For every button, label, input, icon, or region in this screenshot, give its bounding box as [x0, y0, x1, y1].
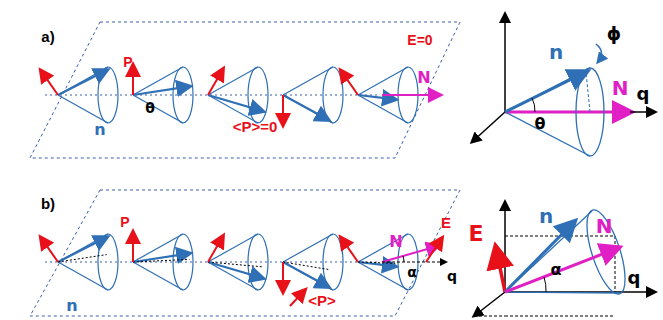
cone-stroke	[41, 237, 58, 262]
cone-stroke	[132, 232, 134, 262]
label: q	[637, 85, 650, 103]
label: b)	[41, 196, 55, 211]
label: n	[66, 298, 77, 314]
cone-stroke	[341, 70, 358, 95]
cone-stroke	[208, 67, 258, 95]
cone-stroke	[323, 67, 343, 123]
cone-stroke	[358, 262, 408, 290]
cone-stroke	[58, 234, 108, 262]
cone-stroke	[208, 262, 263, 278]
label: <P>	[308, 293, 336, 308]
cone-stroke	[208, 234, 258, 262]
cone-stroke	[133, 262, 183, 290]
cone-stroke	[358, 95, 408, 123]
label: α	[551, 262, 562, 278]
cone-stroke	[58, 95, 108, 123]
cone-stroke	[248, 67, 268, 123]
label: n	[549, 42, 563, 62]
cone-stroke	[208, 262, 258, 290]
cone-stroke	[341, 237, 358, 262]
cone-stroke	[283, 262, 328, 287]
cone-stroke	[133, 259, 189, 262]
cone-stroke	[132, 65, 134, 95]
cone-stroke	[283, 262, 333, 290]
label: q	[447, 269, 457, 283]
cone-stroke	[283, 95, 333, 123]
cone-stroke	[98, 67, 118, 123]
cone-stroke	[358, 262, 395, 266]
label: a)	[41, 29, 54, 44]
label: P	[120, 215, 129, 229]
cone-stroke	[208, 262, 263, 267]
cone-stroke	[173, 67, 193, 123]
cone-stroke	[283, 95, 328, 120]
cone-stroke	[283, 234, 333, 262]
label: n	[539, 206, 553, 226]
label: α	[407, 265, 417, 279]
label: N	[596, 216, 613, 236]
cone-stroke	[58, 67, 108, 95]
label: E=0	[407, 33, 432, 47]
label: θ	[535, 116, 546, 132]
label: ϕ	[607, 25, 621, 43]
cone-stroke	[208, 69, 223, 95]
label: N	[417, 70, 430, 86]
label: P	[123, 55, 132, 69]
cone-stroke	[323, 234, 343, 290]
cone-stroke	[283, 67, 333, 95]
cone-stroke	[133, 95, 183, 123]
cone-stroke	[208, 236, 223, 262]
cone-stroke	[58, 237, 107, 262]
cone-stroke	[248, 234, 268, 290]
label: q	[628, 269, 641, 287]
label: E	[441, 215, 451, 230]
cone-stroke	[358, 67, 408, 95]
label: N	[389, 234, 402, 250]
cone-stroke	[173, 234, 193, 290]
cone-stroke	[282, 95, 284, 125]
label: N	[612, 78, 629, 98]
cone-stroke	[58, 255, 107, 262]
cone-stroke	[41, 70, 58, 95]
cone-stroke	[283, 262, 328, 269]
cone-stroke	[133, 253, 189, 262]
label: <P>=0	[233, 119, 278, 134]
cone-stroke	[133, 86, 189, 95]
cone-stroke	[58, 262, 108, 290]
cone-stroke	[208, 95, 263, 111]
label: E	[468, 223, 483, 245]
label: n	[94, 122, 105, 138]
cone-stroke	[358, 234, 408, 262]
label: θ	[145, 101, 155, 115]
cone-stroke	[98, 234, 118, 290]
cone-stroke	[282, 262, 284, 292]
cone-stroke	[58, 70, 107, 95]
